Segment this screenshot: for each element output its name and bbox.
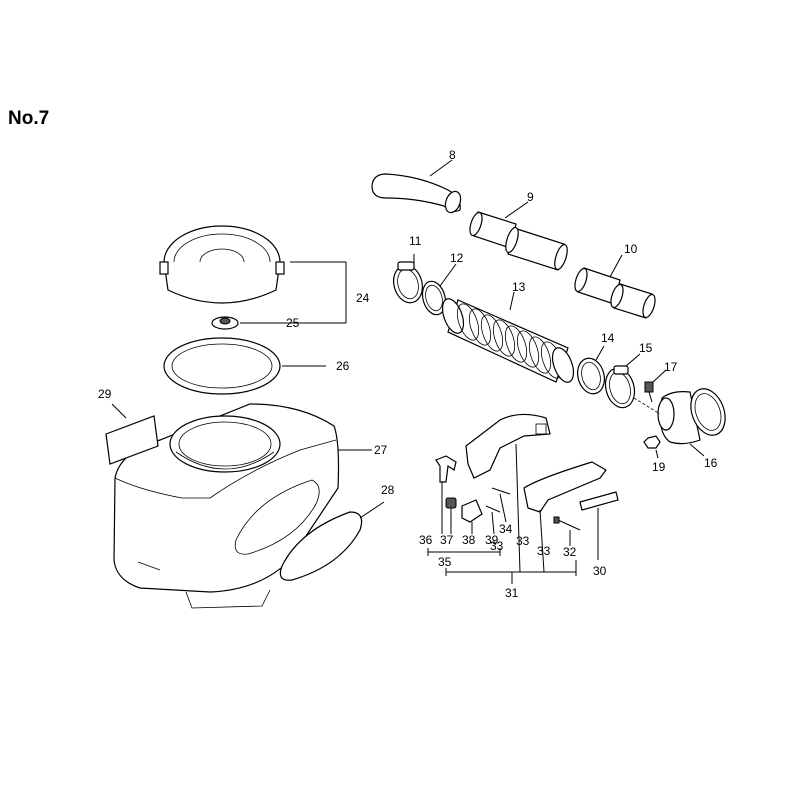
callout-38: 38 xyxy=(462,533,476,547)
callout-9: 9 xyxy=(527,190,534,204)
callout-39: 39 xyxy=(485,533,499,547)
part-27-tank-body xyxy=(113,403,372,609)
part-10-pipe xyxy=(574,254,656,319)
part-29-label-plate xyxy=(105,403,159,465)
part-15-hose-clamp xyxy=(604,353,641,409)
part-25-cap-insert xyxy=(211,316,346,330)
group-bracket-35 xyxy=(427,548,501,556)
callout-30: 30 xyxy=(593,564,607,578)
callout-36: 36 xyxy=(419,533,433,547)
callout-29: 29 xyxy=(98,387,112,401)
callout-33-a: 33 xyxy=(516,534,530,548)
callout-33-c: 33 xyxy=(490,539,504,553)
part-30-strip xyxy=(579,491,619,560)
callout-31: 31 xyxy=(505,586,519,600)
part-39-pin xyxy=(485,505,501,535)
part-24-tank-cap xyxy=(159,225,347,323)
part-33-lower-bracket xyxy=(523,461,607,573)
callout-26: 26 xyxy=(336,359,350,373)
callout-28: 28 xyxy=(381,483,395,497)
part-28-side-pad xyxy=(279,501,385,581)
callout-8: 8 xyxy=(449,148,456,162)
callout-12: 12 xyxy=(450,251,464,265)
callout-24: 24 xyxy=(356,291,370,305)
part-8-curved-tube xyxy=(371,159,462,214)
callout-19: 19 xyxy=(652,460,666,474)
part-14-ring xyxy=(577,345,605,395)
assembly-line xyxy=(633,397,661,415)
callout-13: 13 xyxy=(512,280,526,294)
callout-11: 11 xyxy=(409,234,422,248)
callout-37: 37 xyxy=(440,533,454,547)
part-26-gasket xyxy=(163,337,326,395)
part-19-nut xyxy=(643,435,661,459)
part-33-upper-bracket xyxy=(465,413,551,573)
callout-25: 25 xyxy=(286,316,300,330)
callout-labels: 8 9 10 11 12 13 14 15 17 16 19 24 25 26 … xyxy=(98,148,718,600)
callout-34: 34 xyxy=(499,522,513,536)
callout-14: 14 xyxy=(601,331,615,345)
callout-17: 17 xyxy=(664,360,678,374)
part-37-knob xyxy=(445,497,457,534)
group-bracket-31 xyxy=(445,560,577,584)
part-17-screw xyxy=(644,369,667,403)
part-9-pipe xyxy=(469,201,568,271)
callout-10: 10 xyxy=(624,242,638,256)
callout-27: 27 xyxy=(374,443,388,457)
part-36-lever xyxy=(435,455,457,534)
callout-16: 16 xyxy=(704,456,718,470)
callout-35: 35 xyxy=(438,555,452,569)
part-12-ring xyxy=(421,263,457,316)
part-11-hose-clamp xyxy=(393,254,423,304)
part-32-bolt xyxy=(553,516,581,546)
callout-15: 15 xyxy=(639,341,653,355)
diagram-title: No.7 xyxy=(8,108,50,129)
callout-32: 32 xyxy=(563,545,577,559)
callout-33-b: 33 xyxy=(537,544,551,558)
part-38-clip xyxy=(461,499,483,534)
part-13-bellows-hose xyxy=(441,291,575,383)
part-16-elbow xyxy=(657,388,726,457)
part-34-pin xyxy=(491,487,511,523)
